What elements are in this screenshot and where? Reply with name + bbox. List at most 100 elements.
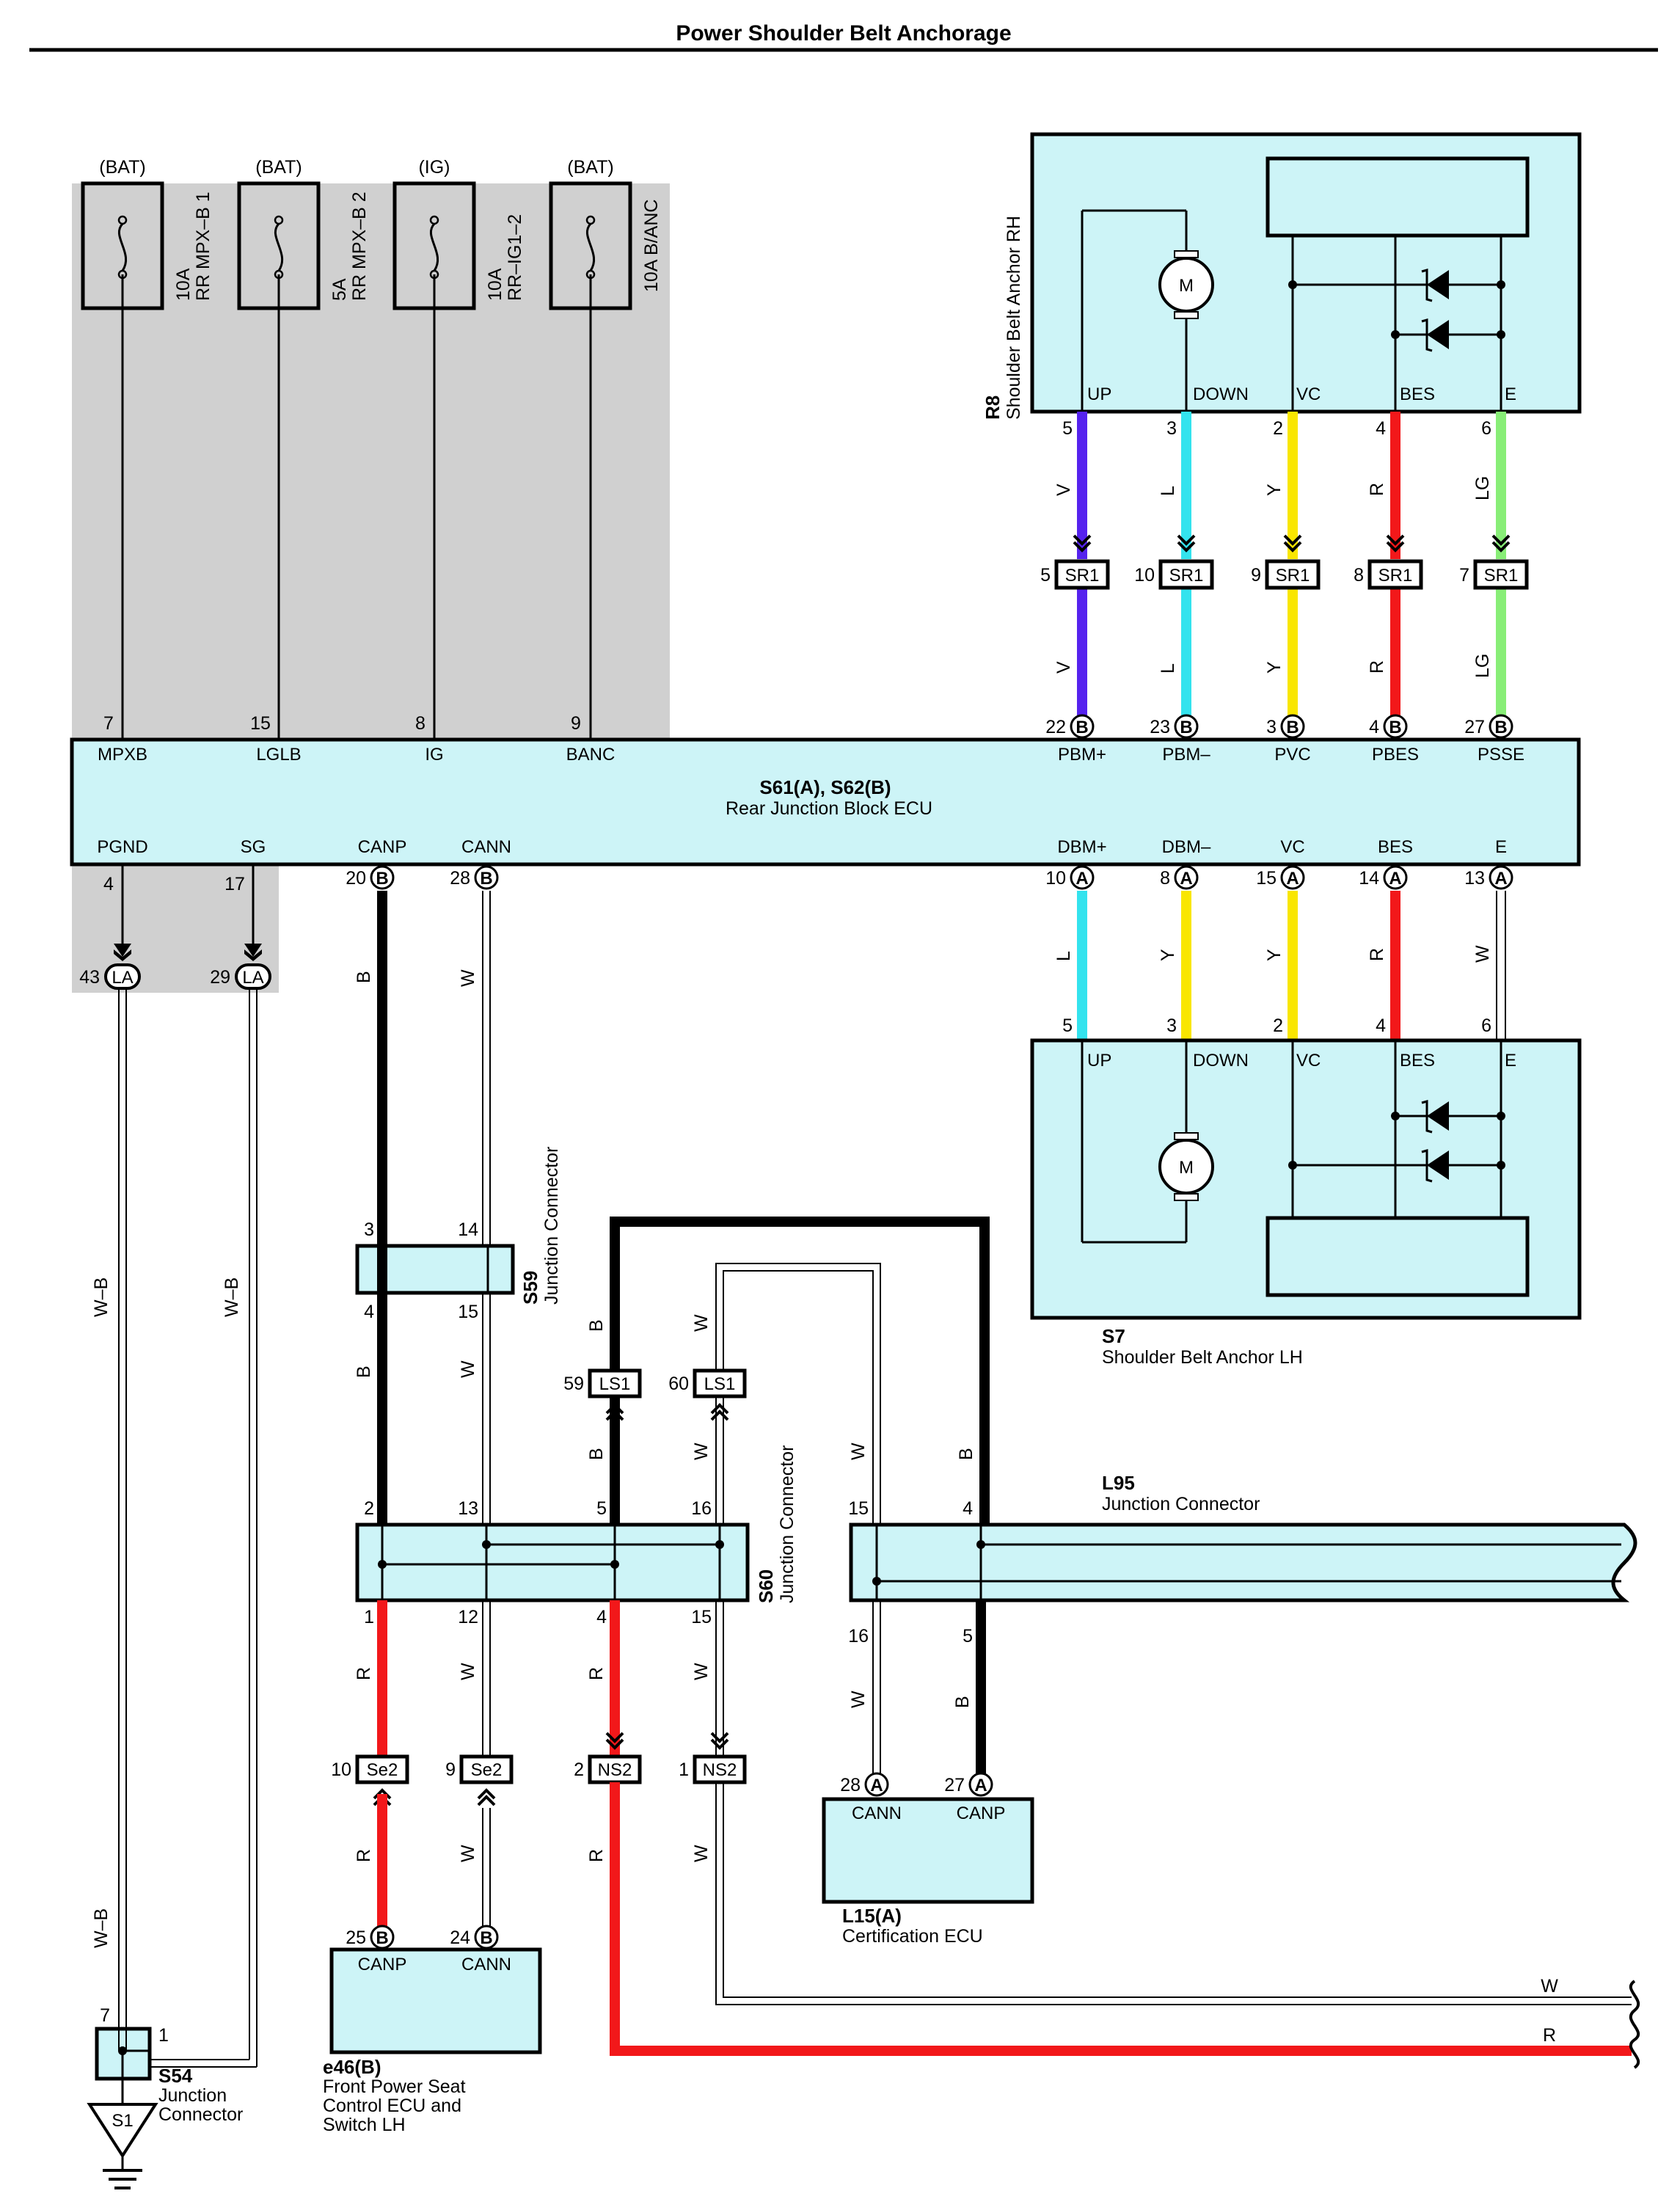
- svg-text:Junction Connector: Junction Connector: [541, 1147, 562, 1305]
- zener-diode-icon: [1421, 1100, 1449, 1134]
- terminal-label: BES: [1400, 384, 1435, 404]
- svg-text:B: B: [952, 1696, 973, 1708]
- fuse-name: RR MPX–B 2: [349, 192, 370, 301]
- anchor-rh-id: R8: [982, 395, 1004, 420]
- svg-text:DBM+: DBM+: [1057, 837, 1106, 857]
- svg-text:M: M: [1179, 276, 1194, 296]
- wire-code: L: [1158, 486, 1178, 496]
- svg-text:M: M: [1179, 1158, 1194, 1178]
- pin-label: 4: [1376, 418, 1386, 439]
- ecu-bottom-right-pins: A A A A A 10 8 15 14 13: [1045, 865, 1513, 890]
- svg-text:NS2: NS2: [598, 1760, 632, 1780]
- rear-junction-block-ecu: S61(A), S62(B) Rear Junction Block ECU M…: [70, 737, 1581, 867]
- ground-icon: [87, 2103, 158, 2159]
- svg-text:A: A: [870, 1776, 883, 1795]
- svg-text:Se2: Se2: [367, 1760, 398, 1780]
- fuse-name: 10A B/ANC: [641, 200, 662, 292]
- pin-label: 15: [250, 713, 271, 734]
- svg-text:B: B: [1494, 718, 1507, 737]
- svg-text:LGLB: LGLB: [256, 745, 301, 765]
- terminal-label: E: [1505, 384, 1516, 404]
- fuse-rating: 10A: [485, 268, 505, 301]
- svg-text:15: 15: [691, 1607, 712, 1627]
- svg-text:VC: VC: [1280, 837, 1304, 857]
- fuse-4: (BAT) 10A B/ANC: [551, 157, 662, 740]
- ls1-branch: LS1 LS1 59 60 B W B W W B: [563, 1217, 990, 1525]
- pin-label: 9: [571, 713, 581, 734]
- svg-text:SR1: SR1: [1065, 566, 1100, 586]
- la-connector-label: LA: [242, 968, 263, 988]
- svg-text:A: A: [1389, 869, 1401, 889]
- svg-text:25: 25: [346, 1928, 366, 1948]
- svg-text:9: 9: [445, 1759, 456, 1780]
- svg-text:10: 10: [1045, 868, 1066, 889]
- zener-diode-icon: [1421, 318, 1449, 352]
- svg-text:R: R: [1543, 2025, 1556, 2046]
- terminal-label: E: [1505, 1051, 1516, 1071]
- svg-text:4: 4: [1369, 717, 1379, 737]
- wire-code: W–B: [91, 1277, 112, 1317]
- svg-text:DBM–: DBM–: [1162, 837, 1211, 857]
- svg-text:CANN: CANN: [461, 1955, 511, 1974]
- pin-label: 6: [1481, 418, 1491, 439]
- svg-text:1: 1: [364, 1607, 374, 1627]
- svg-text:e46(B): e46(B): [323, 2056, 381, 2078]
- terminal-label: DOWN: [1193, 384, 1249, 404]
- svg-text:A: A: [1075, 869, 1088, 889]
- svg-text:15: 15: [458, 1302, 478, 1322]
- svg-text:14: 14: [1359, 868, 1379, 889]
- wire-code: W–B: [222, 1277, 242, 1317]
- pin-label: 2: [1273, 418, 1283, 439]
- svg-text:Junction Connector: Junction Connector: [777, 1445, 797, 1603]
- svg-text:PBM–: PBM–: [1162, 745, 1210, 765]
- svg-text:CANN: CANN: [461, 837, 511, 857]
- wire-break-icon: [1629, 1980, 1640, 2069]
- pin-label: 5: [1062, 418, 1073, 439]
- svg-text:B: B: [480, 1928, 492, 1948]
- svg-text:W: W: [691, 1443, 712, 1460]
- fuse-2: (BAT) 5A RR MPX–B 2: [239, 157, 370, 740]
- svg-text:4: 4: [596, 1607, 607, 1627]
- pin-label: 8: [1354, 565, 1364, 586]
- wire-code: LG: [1472, 476, 1493, 500]
- ground-wires: LA LA 43 29 W–B W–B W–B: [79, 864, 271, 2068]
- pin-label: 3: [1166, 1015, 1177, 1036]
- canp-wire: B B: [354, 891, 387, 1525]
- svg-text:W: W: [848, 1443, 869, 1460]
- svg-text:B: B: [480, 869, 492, 889]
- svg-text:L95: L95: [1102, 1472, 1135, 1494]
- svg-text:PBES: PBES: [1372, 745, 1419, 765]
- wire-code: V: [1053, 484, 1074, 496]
- svg-text:BES: BES: [1378, 837, 1413, 857]
- svg-text:R: R: [586, 1849, 607, 1862]
- svg-text:CANP: CANP: [358, 1955, 407, 1974]
- anchor-lh-name: Shoulder Belt Anchor LH: [1102, 1347, 1303, 1368]
- svg-text:S59: S59: [519, 1271, 541, 1305]
- svg-text:Junction Connector: Junction Connector: [1102, 1494, 1260, 1514]
- l95-l15-wires: W B: [848, 1600, 986, 1776]
- svg-text:4: 4: [364, 1302, 374, 1322]
- svg-text:A: A: [974, 1776, 987, 1795]
- svg-text:B: B: [1389, 718, 1401, 737]
- fuse-source: (BAT): [567, 157, 613, 178]
- wire-code: Y: [1264, 949, 1285, 961]
- pin-label: 3: [1166, 418, 1177, 439]
- svg-text:28: 28: [840, 1775, 861, 1795]
- svg-text:12: 12: [458, 1607, 478, 1627]
- sr1-connector: SR1 SR1 SR1 SR1 SR1 5 10 9 8 7: [1040, 559, 1529, 590]
- l15-certification-ecu: A A 28 27 CANN CANP L15(A) Certification…: [822, 1772, 1034, 1947]
- pin-label: 7: [100, 2005, 110, 2026]
- svg-text:S1: S1: [112, 2111, 133, 2131]
- pin-label: 17: [224, 874, 245, 894]
- svg-text:CANP: CANP: [358, 837, 407, 857]
- svg-text:CANP: CANP: [957, 1804, 1006, 1823]
- svg-text:BANC: BANC: [566, 745, 616, 765]
- fuse-name: RR MPX–B 1: [193, 192, 213, 301]
- svg-text:8: 8: [1160, 868, 1170, 889]
- anchor-rh-name: Shoulder Belt Anchor RH: [1004, 216, 1024, 420]
- ecu-can-pins: B B 20 28: [346, 865, 499, 890]
- pin-label: 8: [415, 713, 426, 734]
- l95-junction-connector: 15 4 16 5 L95 Junction Connector: [848, 1472, 1637, 1646]
- svg-text:B: B: [586, 1319, 607, 1332]
